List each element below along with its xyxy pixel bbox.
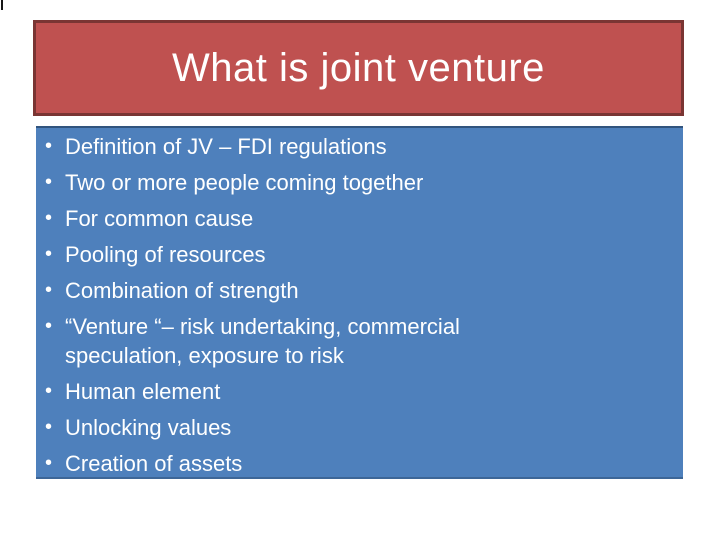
bullet-item: • Creation of assets — [36, 449, 545, 478]
bullet-text: “Venture “– risk undertaking, commercial… — [65, 314, 460, 368]
slide-title: What is joint venture — [172, 45, 545, 90]
bullet-text: For common cause — [65, 206, 254, 231]
bullet-item: • Pooling of resources — [36, 240, 545, 269]
bullet-icon: • — [45, 416, 53, 438]
corner-mark — [1, 0, 3, 10]
bullet-icon: • — [45, 380, 53, 402]
bullet-icon: • — [45, 207, 53, 229]
bullet-text: Combination of strength — [65, 278, 299, 303]
title-banner: What is joint venture — [33, 20, 684, 116]
bullet-text: Pooling of resources — [65, 242, 266, 267]
bullet-list: • Definition of JV – FDI regulations • Two … — [36, 128, 683, 478]
bullet-icon: • — [45, 315, 53, 337]
bullet-text: Two or more people coming together — [65, 170, 424, 195]
content-panel: • Definition of JV – FDI regulations • Two … — [36, 126, 683, 479]
bullet-text: Definition of JV – FDI regulations — [65, 134, 387, 159]
bullet-icon: • — [45, 452, 53, 474]
bullet-icon: • — [45, 279, 53, 301]
bullet-icon: • — [45, 171, 53, 193]
bullet-item: • For common cause — [36, 204, 545, 233]
bullet-text: Unlocking values — [65, 415, 232, 440]
bullet-text: Human element — [65, 379, 221, 404]
bullet-item: • Combination of strength — [36, 276, 545, 305]
bullet-item: • Two or more people coming together — [36, 168, 545, 197]
bullet-item: • Definition of JV – FDI regulations — [36, 132, 545, 161]
bullet-item: • Unlocking values — [36, 413, 545, 442]
bullet-icon: • — [45, 135, 53, 157]
bullet-item: • “Venture “– risk undertaking, commercia… — [36, 312, 545, 370]
bullet-icon: • — [45, 243, 53, 265]
bullet-item: • Human element — [36, 377, 545, 406]
bullet-text: Creation of assets — [65, 451, 243, 476]
